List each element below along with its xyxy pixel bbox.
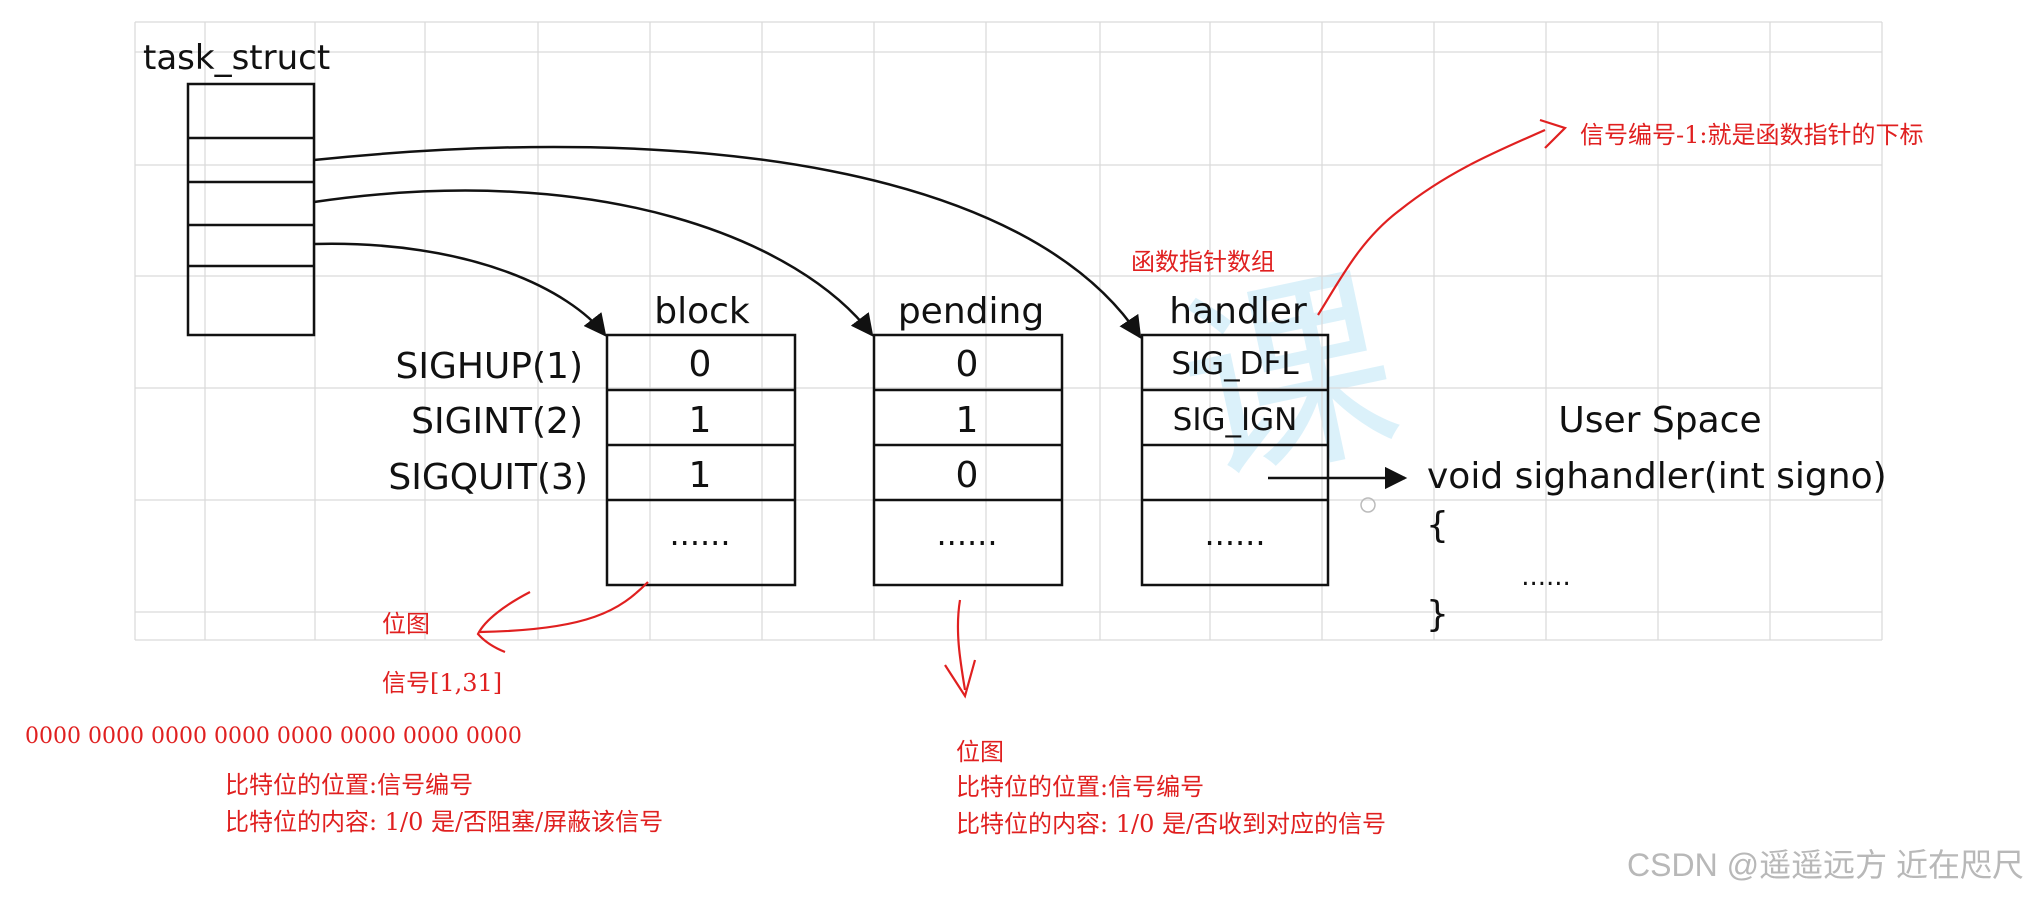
- pending-cell-1: 0: [956, 344, 979, 385]
- block-table: [605, 333, 797, 587]
- background-grid: [134, 21, 1883, 641]
- bits-note: 0000 0000 0000 0000 0000 0000 0000 0000: [25, 724, 522, 749]
- bitmap-left-note: 位图: [382, 610, 430, 638]
- signal-name-sighup: SIGHUP(1): [396, 346, 584, 387]
- annotation-strokes: [476, 118, 1568, 699]
- small-circle: [1360, 497, 1376, 513]
- pending-cell-2: 1: [956, 400, 979, 441]
- index-note: 信号编号-1:就是函数指针的下标: [1580, 121, 1923, 149]
- user-space-title: User Space: [1558, 400, 1761, 441]
- bitmap-right-note: 位图: [956, 738, 1004, 766]
- pending-cell-3: 0: [956, 455, 979, 496]
- pending-bit-content-note: 比特位的内容: 1/0 是/否收到对应的信号: [956, 810, 1386, 838]
- block-cell-3: 1: [689, 455, 712, 496]
- handler-table: [1140, 333, 1330, 587]
- open-brace: {: [1426, 505, 1449, 546]
- block-cell-more: ......: [669, 515, 730, 553]
- handler-signature: void sighandler(int signo): [1427, 456, 1887, 497]
- pending-cell-more: ......: [936, 515, 997, 553]
- block-cell-2: 1: [689, 400, 712, 441]
- handler-cell-1: SIG_DFL: [1171, 346, 1299, 382]
- handler-cell-2: SIG_IGN: [1173, 402, 1298, 438]
- signal-name-sigint: SIGINT(2): [411, 401, 583, 442]
- block-bit-position-note: 比特位的位置:信号编号: [225, 771, 473, 799]
- pending-table: [872, 333, 1064, 587]
- pending-header: pending: [898, 291, 1044, 332]
- csdn-footer: CSDN @遥遥远方 近在咫尺: [1627, 847, 2024, 883]
- block-header: block: [654, 291, 750, 332]
- handler-header: handler: [1169, 291, 1307, 332]
- function-body-ellipsis: ......: [1521, 562, 1571, 592]
- pending-bit-position-note: 比特位的位置:信号编号: [956, 773, 1204, 801]
- pointer-arrows: [313, 145, 1142, 339]
- signal-name-sigquit: SIGQUIT(3): [388, 457, 588, 498]
- task-struct-label: task_struct: [143, 38, 330, 78]
- task-struct-box: [186, 82, 316, 337]
- block-cell-1: 0: [689, 344, 712, 385]
- handler-cell-more: ......: [1204, 515, 1265, 553]
- func-ptr-array-note: 函数指针数组: [1131, 248, 1275, 276]
- block-bit-content-note: 比特位的内容: 1/0 是/否阻塞/屏蔽该信号: [225, 808, 663, 836]
- signal-range-note: 信号[1,31]: [382, 669, 502, 697]
- close-brace: }: [1426, 594, 1449, 635]
